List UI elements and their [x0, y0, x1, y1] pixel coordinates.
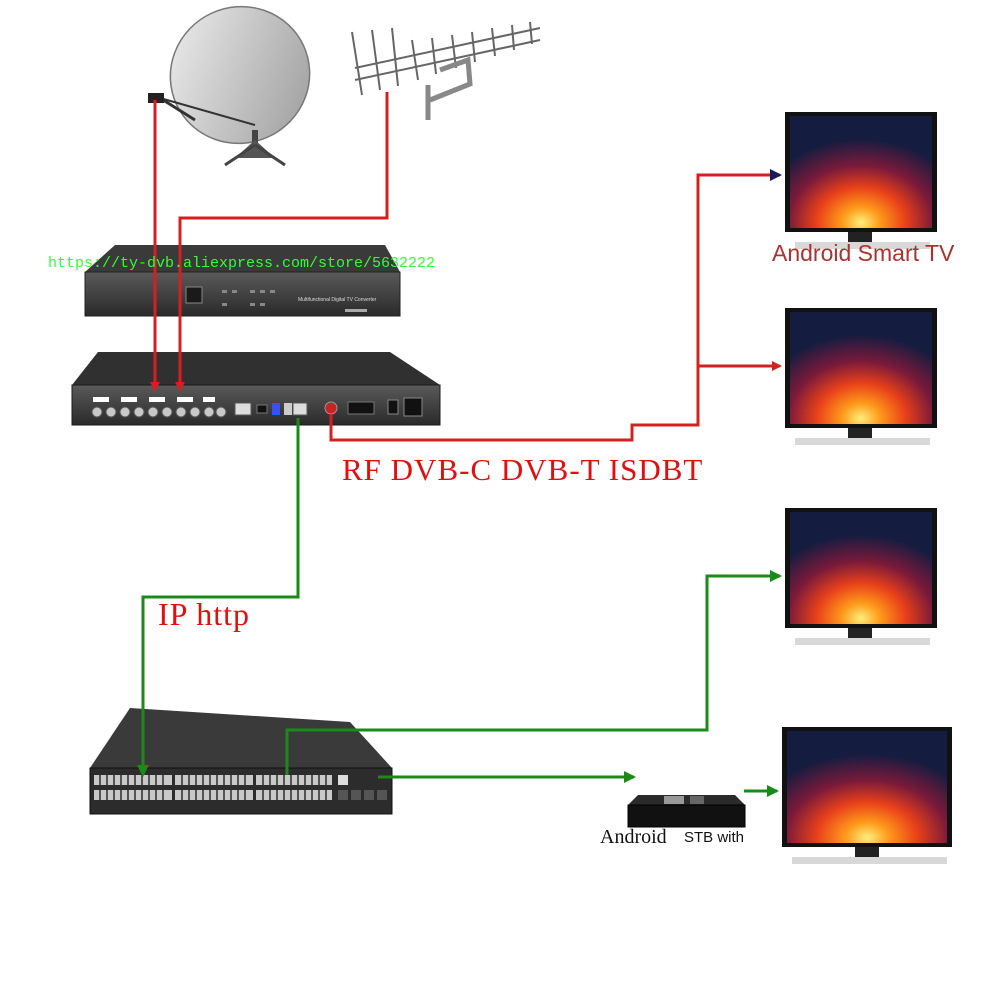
- ip-connection-lines: [137, 418, 782, 797]
- tv-caption: Android Smart TV: [772, 240, 955, 266]
- ip-tv-line: [285, 570, 782, 775]
- ip-uplink-line: [137, 418, 300, 777]
- device-panel-text: Multifunctional Digital TV Converter: [298, 297, 377, 303]
- yagi-antenna-icon: [351, 21, 541, 120]
- rf-output-line: [329, 169, 782, 442]
- rf-output-label: RF DVB-C DVB-T ISDBT: [342, 452, 704, 487]
- ip-output-label: IP http: [158, 596, 251, 632]
- tv-monitor-1-icon: [785, 112, 937, 249]
- tv-monitor-4-icon: [782, 727, 952, 864]
- tv-monitor-2-icon: [785, 308, 937, 445]
- converter-rear-panel-icon: [71, 352, 441, 426]
- converter-device-icon: Multifunctional Digital TV Converter: [84, 245, 401, 317]
- satellite-dish-icon: [148, 5, 311, 167]
- tv-monitor-3-icon: [785, 508, 937, 645]
- network-switch-icon: [89, 708, 393, 815]
- set-top-box-icon: [627, 795, 746, 828]
- store-url-text: https://ty-dvb.aliexpress.com/store/5632…: [48, 255, 436, 272]
- antenna-feed-line: [175, 92, 389, 392]
- stb-caption-b: STB with: [684, 829, 745, 846]
- stb-caption-a: Android: [600, 826, 667, 848]
- rf-connection-lines: [150, 92, 782, 442]
